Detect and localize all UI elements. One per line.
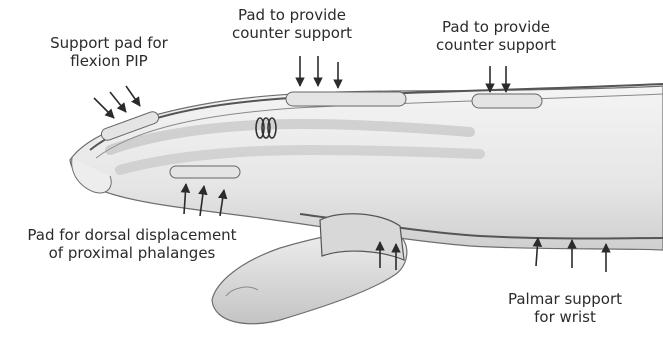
label-line: Pad to provide: [416, 18, 576, 36]
label-line: flexion PIP: [24, 52, 194, 70]
label-palmar-support: Palmar support for wrist: [490, 290, 640, 326]
arrows-counter-right: [490, 66, 506, 92]
label-line: Pad to provide: [212, 6, 372, 24]
label-line: of proximal phalanges: [6, 244, 258, 262]
label-line: counter support: [416, 36, 576, 54]
pad-dorsal-displacement: [170, 166, 240, 178]
arrows-counter-left: [300, 56, 338, 88]
label-line: counter support: [212, 24, 372, 42]
label-line: Palmar support: [490, 290, 640, 308]
label-support-pad-flexion: Support pad for flexion PIP: [24, 34, 194, 70]
pad-counter-right: [472, 94, 542, 108]
pad-counter-left: [286, 92, 406, 106]
arrows-flexion-pip: [94, 86, 140, 118]
label-counter-support-left: Pad to provide counter support: [212, 6, 372, 42]
label-dorsal-displacement: Pad for dorsal displacement of proximal …: [6, 226, 258, 262]
label-line: for wrist: [490, 308, 640, 326]
label-counter-support-right: Pad to provide counter support: [416, 18, 576, 54]
label-line: Support pad for: [24, 34, 194, 52]
label-line: Pad for dorsal displacement: [6, 226, 258, 244]
